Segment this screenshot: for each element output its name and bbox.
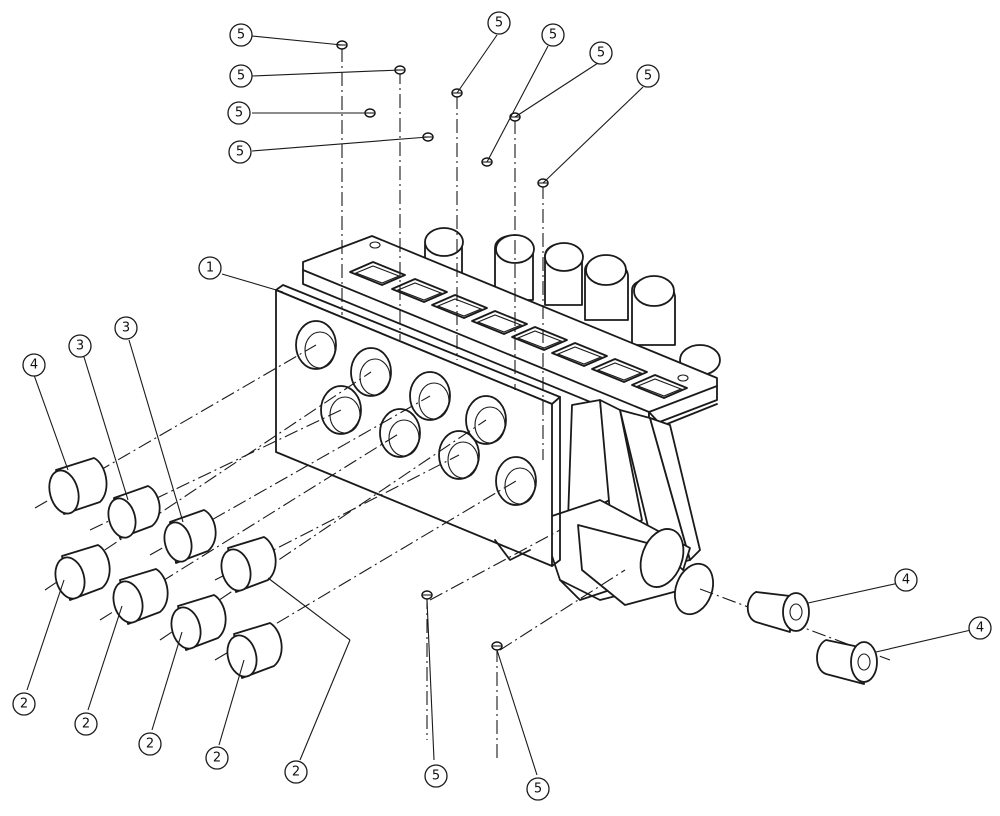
switch-cutouts [349, 261, 688, 399]
callout-4: 4 [968, 616, 992, 640]
bushing-3b [163, 509, 217, 564]
svg-text:5: 5 [534, 782, 542, 797]
bushing-3a [107, 485, 161, 539]
rear-switch-bodies [424, 227, 721, 376]
bushing-4-right-upper [746, 591, 810, 633]
callout-2: 2 [12, 692, 36, 716]
callout-5: 5 [487, 11, 511, 35]
svg-text:5: 5 [237, 69, 245, 84]
callout-3: 3 [68, 334, 92, 358]
svg-text:4: 4 [30, 358, 38, 373]
callout-2: 2 [284, 760, 308, 784]
panel-holes [295, 320, 537, 506]
leader-lines [26, 34, 972, 776]
bushing-2c [220, 536, 277, 593]
svg-text:4: 4 [976, 621, 984, 636]
screws [336, 40, 549, 651]
callout-4: 4 [894, 568, 918, 592]
svg-text:4: 4 [902, 573, 910, 588]
svg-text:2: 2 [292, 765, 300, 780]
bushing-4-right-lower [816, 639, 878, 685]
svg-text:2: 2 [146, 737, 154, 752]
svg-text:5: 5 [236, 145, 244, 160]
svg-text:1: 1 [206, 261, 214, 276]
svg-text:2: 2 [20, 697, 28, 712]
front-panel [275, 284, 561, 567]
callout-2: 2 [138, 732, 162, 756]
callout-5: 5 [636, 64, 660, 88]
switch-bracket [302, 227, 721, 439]
callout-5: 5 [526, 777, 550, 801]
svg-text:2: 2 [213, 751, 221, 766]
callout-2: 2 [205, 746, 229, 770]
screw-icon [491, 641, 503, 651]
svg-text:5: 5 [237, 28, 245, 43]
callout-bubbles: 1 4 3 3 2 2 2 2 2 4 4 5 5 5 5 5 5 5 5 5 … [12, 11, 992, 801]
callout-1: 1 [198, 256, 222, 280]
svg-text:5: 5 [644, 69, 652, 84]
callout-5: 5 [229, 23, 253, 47]
screw-icon [421, 590, 433, 600]
mounting-legs [539, 399, 715, 616]
callout-5: 5 [424, 764, 448, 788]
svg-text:5: 5 [495, 16, 503, 31]
callout-4: 4 [22, 353, 46, 377]
callout-5: 5 [541, 23, 565, 47]
svg-text:5: 5 [432, 769, 440, 784]
bushings [48, 457, 878, 685]
callout-5: 5 [229, 64, 253, 88]
callout-2: 2 [74, 712, 98, 736]
svg-text:2: 2 [82, 717, 90, 732]
svg-text:5: 5 [597, 46, 605, 61]
callout-5: 5 [227, 101, 251, 125]
svg-text:3: 3 [76, 339, 84, 354]
bushing-2d [170, 594, 227, 651]
callout-3: 3 [114, 316, 138, 340]
callout-5: 5 [589, 41, 613, 65]
bushing-2e [226, 622, 283, 679]
bushing-2b [112, 568, 169, 625]
bushing-4-left [48, 457, 108, 515]
svg-text:5: 5 [549, 28, 557, 43]
callout-5: 5 [228, 140, 252, 164]
svg-text:3: 3 [122, 321, 130, 336]
svg-text:5: 5 [235, 106, 243, 121]
bushing-2a [54, 544, 111, 601]
